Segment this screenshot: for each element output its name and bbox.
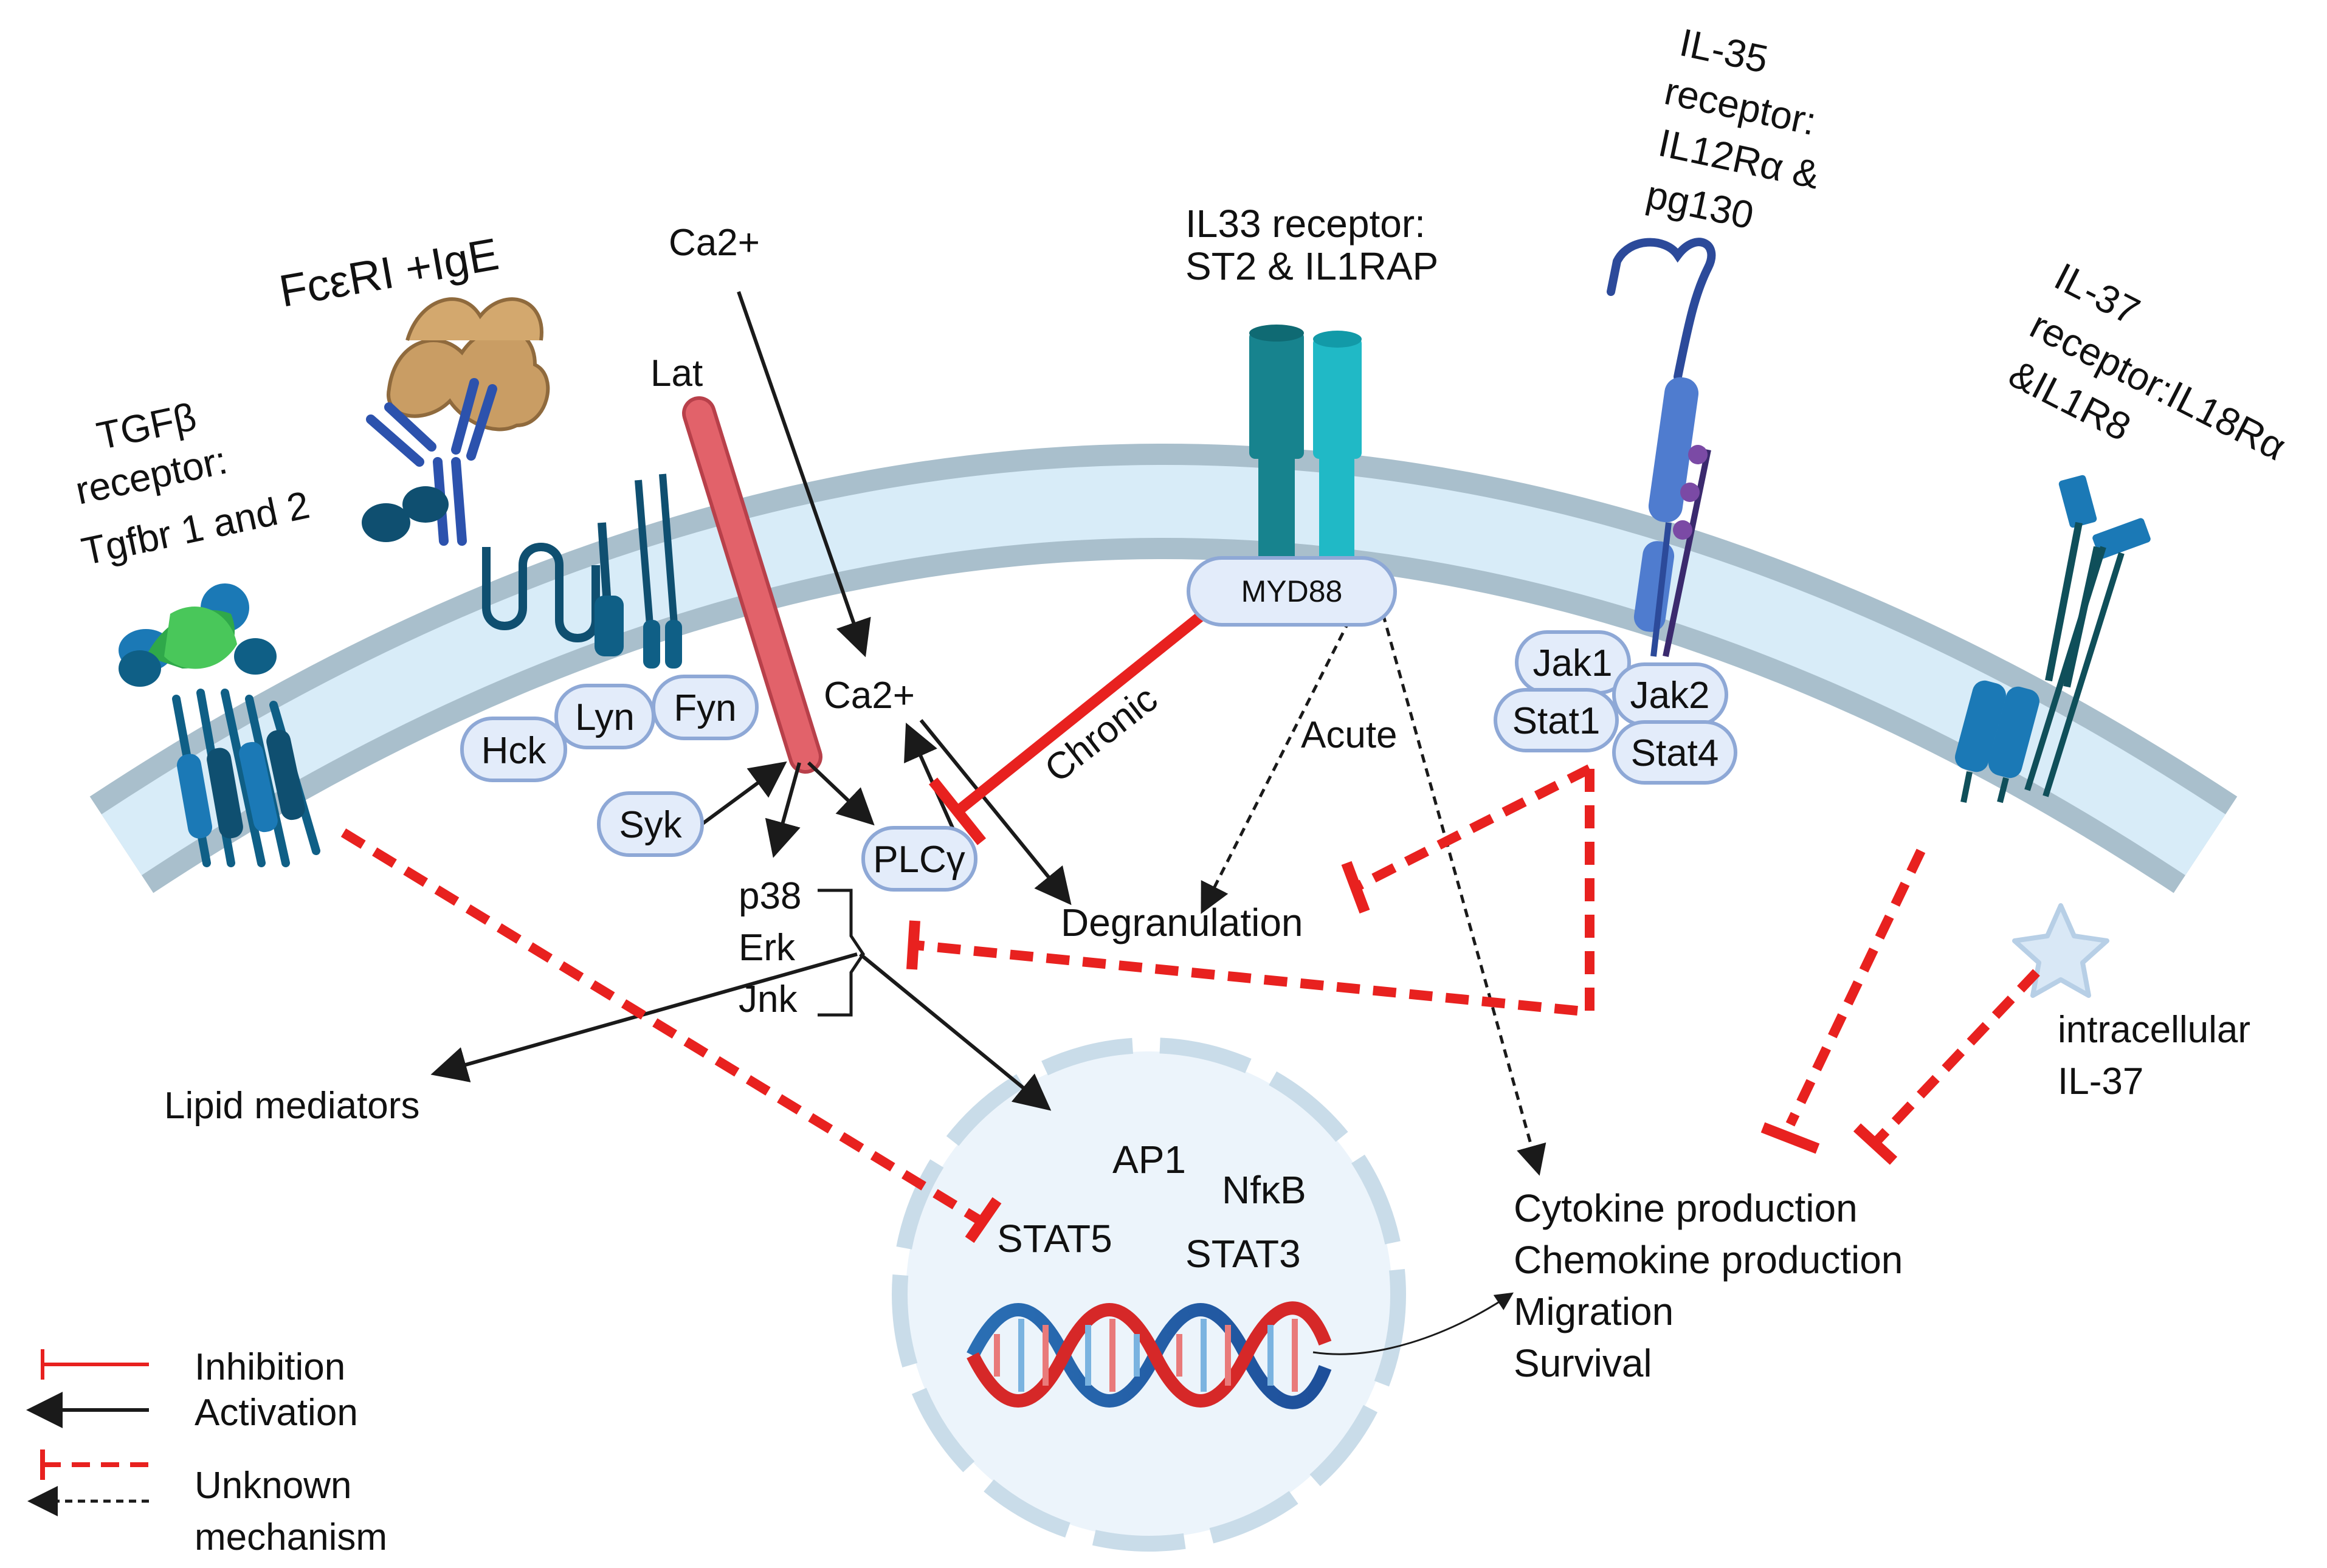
plcy-node [861, 826, 977, 892]
il37-receptor-icon [1955, 475, 2151, 803]
il35-receptor-icon [1607, 238, 1716, 658]
stat1-label: Stat1 [1512, 700, 1601, 742]
il35-label-4: pg130 [1643, 172, 1757, 237]
hck-node [460, 717, 567, 782]
dna-helix-icon [967, 1301, 1332, 1409]
legend-unknown-label-2: mechanism [195, 1516, 387, 1558]
activation-edges [430, 291, 1514, 1355]
stat4-label: Stat4 [1631, 732, 1719, 774]
stat4-node [1612, 720, 1737, 785]
nucleus [892, 1037, 1406, 1552]
unknown-inhibition-edges [340, 764, 2040, 1226]
il37-intracellular-1: intracellular [2058, 1009, 2250, 1051]
chronic-inhibition-edge [928, 609, 1207, 845]
effect-cytokine: Cytokine production [1514, 1186, 1858, 1230]
effect-migration: Migration [1514, 1290, 1674, 1333]
degranulation-label: Degranulation [1061, 901, 1303, 944]
ap1-label: AP1 [1112, 1138, 1186, 1181]
fceri-ige-receptor-icon [362, 297, 682, 669]
il35-label-1: IL-35 [1676, 20, 1772, 81]
myd88-label: MYD88 [1241, 574, 1343, 608]
acute-label: Acute [1301, 714, 1398, 756]
stat1-node [1494, 688, 1619, 752]
il33-receptor-icon [1249, 325, 1362, 565]
node-labels: Hck Lyn Fyn Syk PLCγ MYD88 Jak1 Stat1 Ja… [481, 574, 1719, 881]
fyn-node [652, 675, 759, 740]
jak2-label: Jak2 [1630, 675, 1710, 717]
effect-chemokine: Chemokine production [1514, 1238, 1903, 1282]
fyn-label: Fyn [674, 687, 736, 729]
cell-membrane [89, 444, 2238, 893]
unknown-activation-edges [1201, 613, 1546, 1176]
effect-survival: Survival [1514, 1341, 1652, 1385]
lat-label: Lat [650, 352, 703, 394]
legend-activation-label: Activation [195, 1392, 358, 1434]
myd88-node [1187, 556, 1397, 627]
tgfb-receptor-icon [119, 583, 320, 867]
il37-star-icon [2012, 903, 2109, 998]
mapk-bracket [818, 889, 866, 1017]
nucleus-labels: AP1 NfκB STAT5 STAT3 [997, 1138, 1306, 1276]
stat3-label: STAT3 [1185, 1232, 1301, 1276]
nfkb-label: NfκB [1222, 1168, 1306, 1212]
lipid-mediators-label: Lipid mediators [164, 1085, 419, 1127]
legend-unknown-label-1: Unknown [195, 1465, 351, 1507]
tgfb-label-2: receptor: [72, 438, 231, 513]
syk-node [597, 791, 704, 857]
jnk-label: Jnk [739, 978, 798, 1020]
hck-label: Hck [481, 730, 547, 772]
signaling-nodes [460, 556, 1737, 892]
ca-inner-label: Ca2+ [824, 675, 915, 717]
lat-rod-icon [682, 396, 822, 774]
stat5-label: STAT5 [997, 1217, 1112, 1260]
inhibition-bars [906, 861, 1898, 1243]
ca-outer-label: Ca2+ [669, 222, 760, 264]
p38-label: p38 [739, 875, 801, 917]
legend: Inhibition Activation Unknown mechanism [26, 1346, 387, 1558]
syk-label: Syk [619, 804, 682, 846]
erk-label: Erk [739, 927, 796, 969]
jak1-label: Jak1 [1533, 642, 1613, 684]
il37-intracellular-2: IL-37 [2058, 1061, 2143, 1102]
legend-inhibition-label: Inhibition [195, 1346, 345, 1388]
il33-label-2: ST2 & IL1RAP [1185, 244, 1438, 288]
il33-label-1: IL33 receptor: [1185, 202, 1426, 246]
plcy-label: PLCγ [873, 839, 965, 881]
lyn-label: Lyn [575, 696, 635, 738]
